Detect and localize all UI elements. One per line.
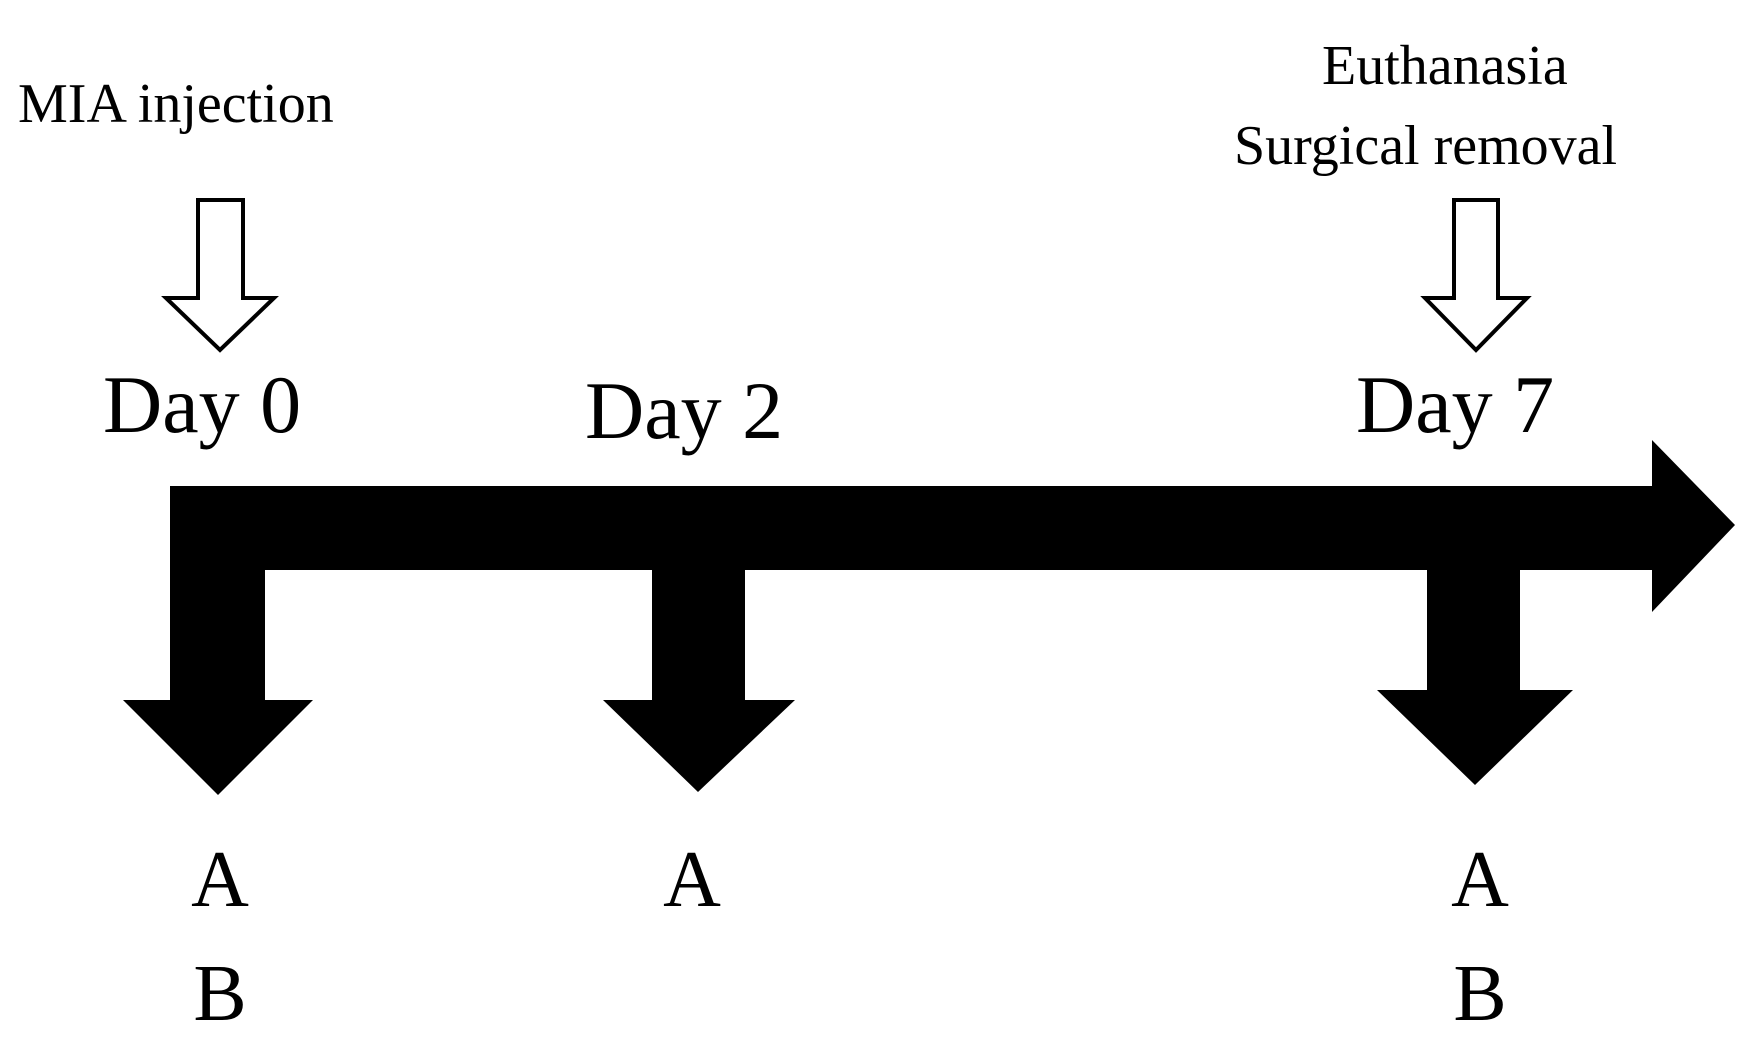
event-arrow-day0-icon — [161, 198, 279, 353]
measure-arrow-day0-icon — [123, 486, 313, 795]
measure-label-day7-a: A — [1451, 836, 1509, 924]
measure-label-day0-b: B — [193, 950, 247, 1038]
event-label-day7-line2: Surgical removal — [1234, 115, 1618, 177]
event-label-day0: MIA injection — [18, 73, 334, 135]
timeline-main-arrow-icon — [170, 440, 1735, 612]
event-arrow-day7-icon — [1420, 198, 1532, 353]
event-label-day7-line1: Euthanasia — [1322, 35, 1568, 97]
measure-arrow-day2-icon — [603, 486, 795, 792]
measure-arrow-day7-icon — [1377, 486, 1573, 785]
measure-label-day2-a: A — [663, 836, 721, 924]
day-label-0: Day 0 — [103, 359, 302, 450]
measure-label-day7-b: B — [1453, 950, 1507, 1038]
day-label-7: Day 7 — [1356, 359, 1555, 450]
day-label-2: Day 2 — [585, 365, 784, 456]
measure-label-day0-a: A — [191, 836, 249, 924]
